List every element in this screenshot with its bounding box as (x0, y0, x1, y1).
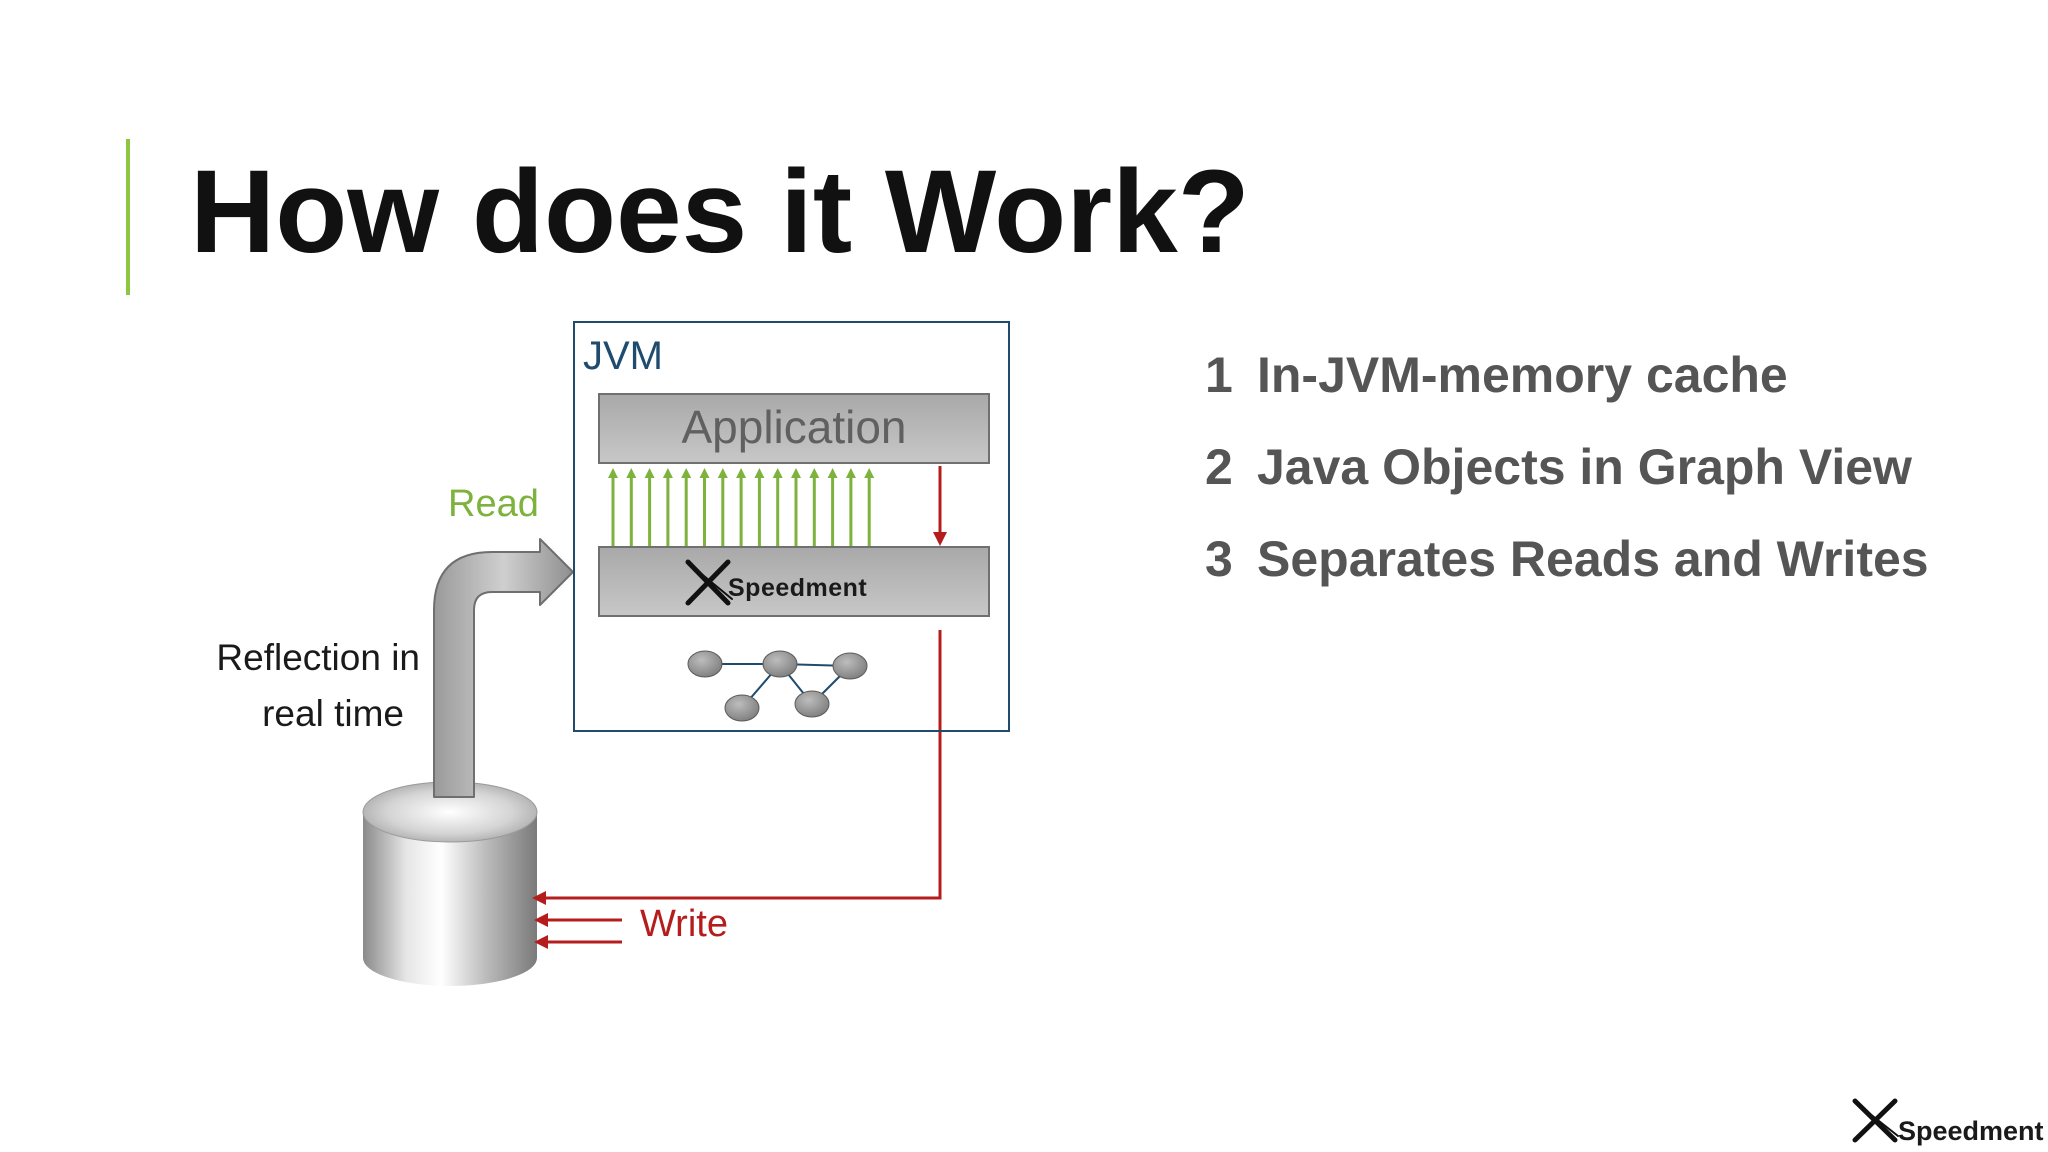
application-label: Application (681, 401, 907, 453)
green-arrow-head (772, 468, 783, 478)
feature-text: In-JVM-memory cache (1257, 347, 1788, 403)
read-arrow-icon (433, 538, 574, 798)
green-arrow-head (662, 468, 673, 478)
speedment-layer-label: Speedment (728, 574, 868, 602)
jvm-container (573, 321, 1010, 732)
list-item: 3 Separates Reads and Writes (1205, 529, 1929, 621)
green-arrow-head (809, 468, 820, 478)
write-arrow-icon (532, 630, 942, 949)
green-arrow-head (864, 468, 875, 478)
list-item: 1 In-JVM-memory cache (1205, 345, 1929, 437)
title-accent-bar (126, 139, 130, 295)
green-arrow-head (608, 468, 618, 478)
brand-logo-text: Speedment (1898, 1116, 2044, 1146)
green-arrow-head (699, 468, 710, 478)
green-arrow-head (681, 468, 692, 478)
read-label: Read (448, 483, 539, 525)
feature-text: Separates Reads and Writes (1257, 531, 1929, 587)
list-item: 2 Java Objects in Graph View (1205, 437, 1929, 529)
feature-number: 2 (1205, 439, 1233, 495)
reflection-label: Reflection in real time (190, 630, 420, 742)
feature-list: 1 In-JVM-memory cache 2 Java Objects in Gr… (1205, 345, 1929, 621)
reflection-label-line2: real time (262, 693, 404, 734)
green-arrow-head (827, 468, 838, 478)
green-arrow-head (644, 468, 655, 478)
object-graph-icon (687, 650, 868, 722)
application-layer (598, 393, 990, 464)
reflection-label-line1: Reflection in (216, 637, 420, 678)
green-arrow-head (754, 468, 765, 478)
speedment-layer (598, 546, 990, 617)
feature-text: Java Objects in Graph View (1257, 439, 1912, 495)
green-arrow-head (736, 468, 747, 478)
feature-number: 3 (1205, 531, 1233, 587)
jvm-label: JVM (583, 334, 663, 378)
app-to-speedment-arrow-icon (933, 466, 947, 546)
database-cylinder-icon (362, 781, 538, 986)
green-arrow-head (845, 468, 856, 478)
feature-number: 1 (1205, 347, 1233, 403)
slide-title: How does it Work? (190, 146, 1250, 278)
green-arrow-head (626, 468, 637, 478)
write-label: Write (640, 903, 728, 945)
green-arrow-head (791, 468, 801, 478)
green-read-arrows-icon (608, 468, 875, 546)
green-arrow-head (717, 468, 728, 478)
